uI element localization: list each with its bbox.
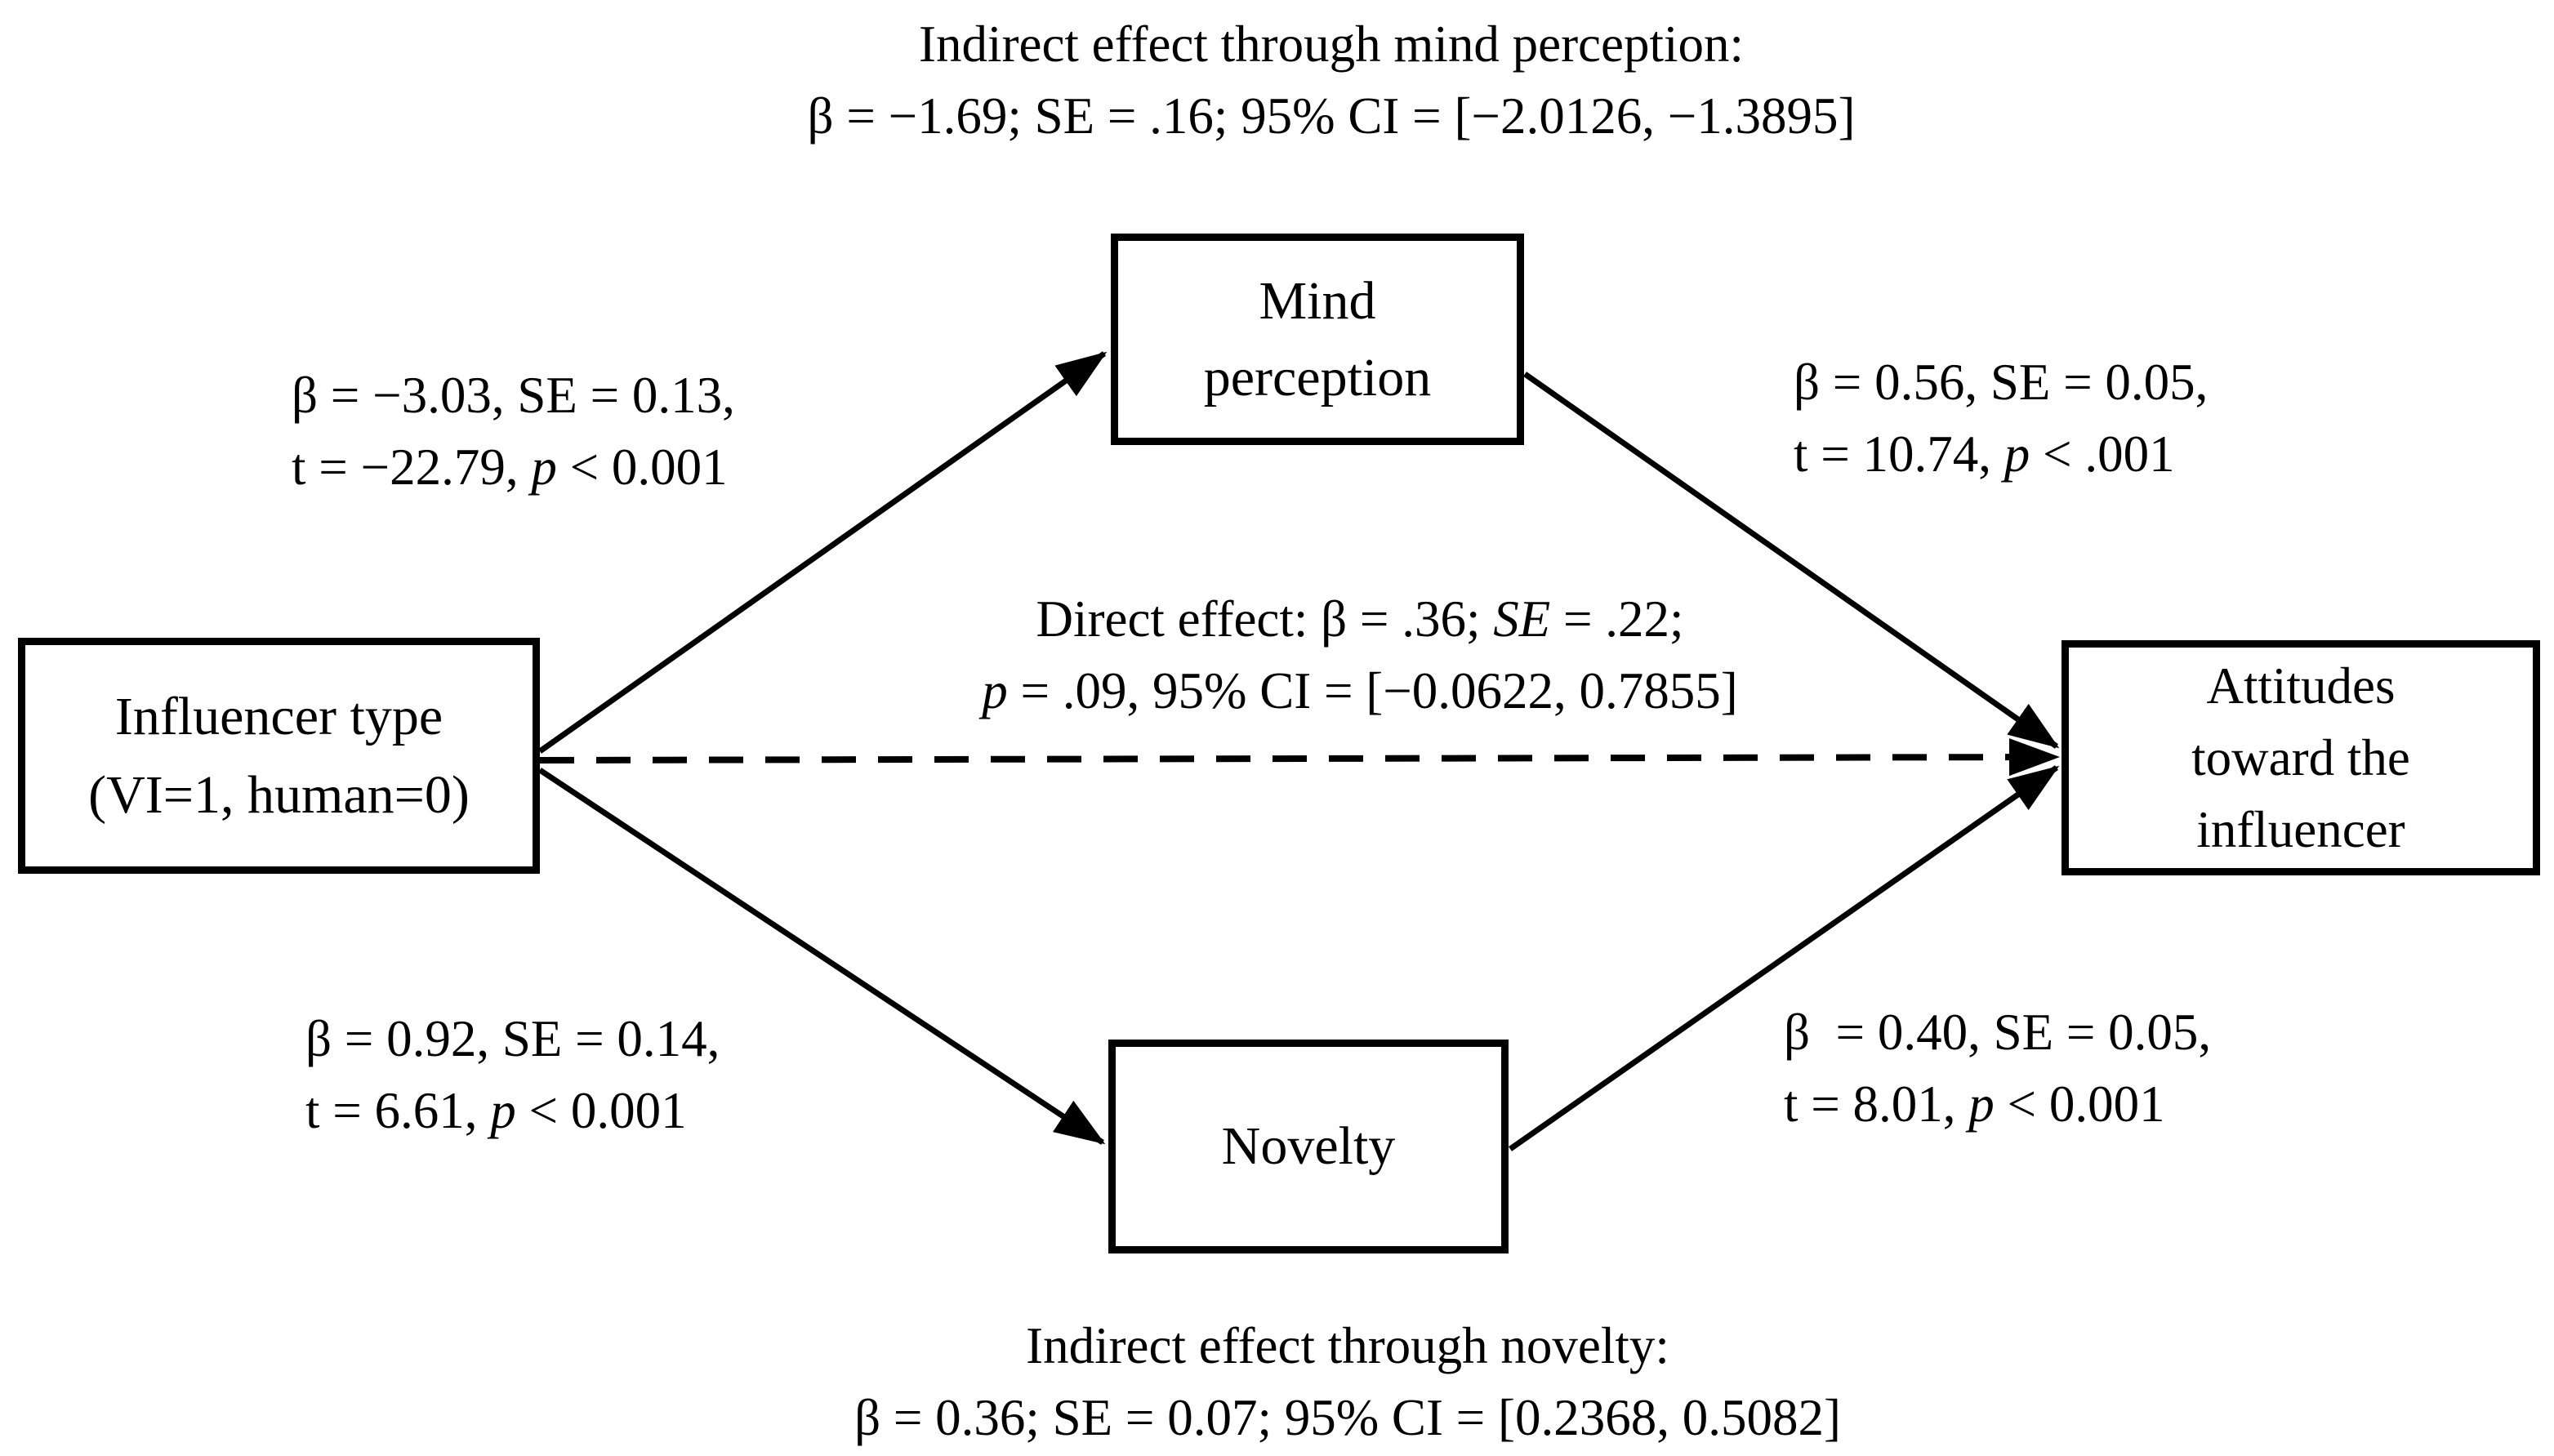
- path-label-influencer-to-mind: β = −3.03, SE = 0.13, t = −22.79, p < 0.…: [292, 359, 735, 503]
- node-mind-perception-line2: perception: [1203, 347, 1432, 407]
- node-influencer-type-line1: Influencer type: [114, 686, 443, 746]
- node-attitudes: Attitudes toward the influencer: [2061, 640, 2540, 875]
- caption-indirect-novelty-line2: β = 0.36; SE = 0.07; 95% CI = [0.2368, 0…: [854, 1389, 1841, 1446]
- path-label-mind-to-attitudes: β = 0.56, SE = 0.05, t = 10.74, p < .001: [1794, 346, 2208, 490]
- arrow-mind-to-attitudes: [1522, 372, 2060, 749]
- path-label-novelty-to-attitudes: β = 0.40, SE = 0.05, t = 8.01, p < 0.001: [1784, 996, 2211, 1140]
- path-label-b2-line2: t = 8.01, p < 0.001: [1784, 1075, 2165, 1133]
- path-label-b2-line1: β = 0.40, SE = 0.05,: [1784, 1004, 2212, 1061]
- path-label-influencer-to-novelty: β = 0.92, SE = 0.14, t = 6.61, p < 0.001: [305, 1003, 720, 1147]
- arrow-novelty-to-attitudes: [1508, 765, 2060, 1151]
- arrow-direct-effect-dashed: [539, 738, 2060, 777]
- path-label-direct-effect: Direct effect: β = .36; SE = .22; p = .0…: [878, 583, 1842, 727]
- node-mind-perception-line1: Mind: [1259, 270, 1376, 331]
- path-label-a1-line1: β = −3.03, SE = 0.13,: [292, 367, 735, 424]
- node-mind-perception: Mind perception: [1111, 234, 1524, 445]
- path-label-a2-line2: t = 6.61, p < 0.001: [305, 1082, 687, 1139]
- node-novelty: Novelty: [1108, 1040, 1509, 1253]
- node-influencer-type: Influencer type (VI=1, human=0): [18, 638, 540, 874]
- node-attitudes-line2: toward the: [2191, 729, 2410, 786]
- caption-indirect-novelty: Indirect effect through novelty: β = 0.3…: [531, 1310, 2164, 1454]
- node-attitudes-line1: Attitudes: [2206, 657, 2396, 715]
- path-label-a1-line2: t = −22.79, p < 0.001: [292, 439, 728, 496]
- caption-indirect-mind-line2: β = −1.69; SE = .16; 95% CI = [−2.0126, …: [807, 87, 1856, 145]
- path-label-b1-line1: β = 0.56, SE = 0.05,: [1794, 354, 2209, 411]
- path-label-direct-line1: Direct effect: β = .36; SE = .22;: [1036, 590, 1684, 648]
- arrow-influencer-to-novelty: [538, 768, 1106, 1145]
- node-novelty-label: Novelty: [1221, 1116, 1396, 1176]
- caption-indirect-mind-line1: Indirect effect through mind perception:: [919, 16, 1744, 73]
- node-attitudes-line3: influencer: [2196, 801, 2405, 858]
- arrow-influencer-to-mind: [537, 351, 1108, 754]
- path-label-b1-line2: t = 10.74, p < .001: [1794, 425, 2175, 483]
- node-influencer-type-line2: (VI=1, human=0): [88, 764, 470, 825]
- caption-indirect-novelty-line1: Indirect effect through novelty:: [1026, 1317, 1669, 1374]
- path-label-direct-line2: p = .09, 95% CI = [−0.0622, 0.7855]: [982, 662, 1738, 719]
- path-label-a2-line1: β = 0.92, SE = 0.14,: [305, 1010, 720, 1067]
- caption-indirect-mind-perception: Indirect effect through mind perception:…: [490, 8, 2173, 152]
